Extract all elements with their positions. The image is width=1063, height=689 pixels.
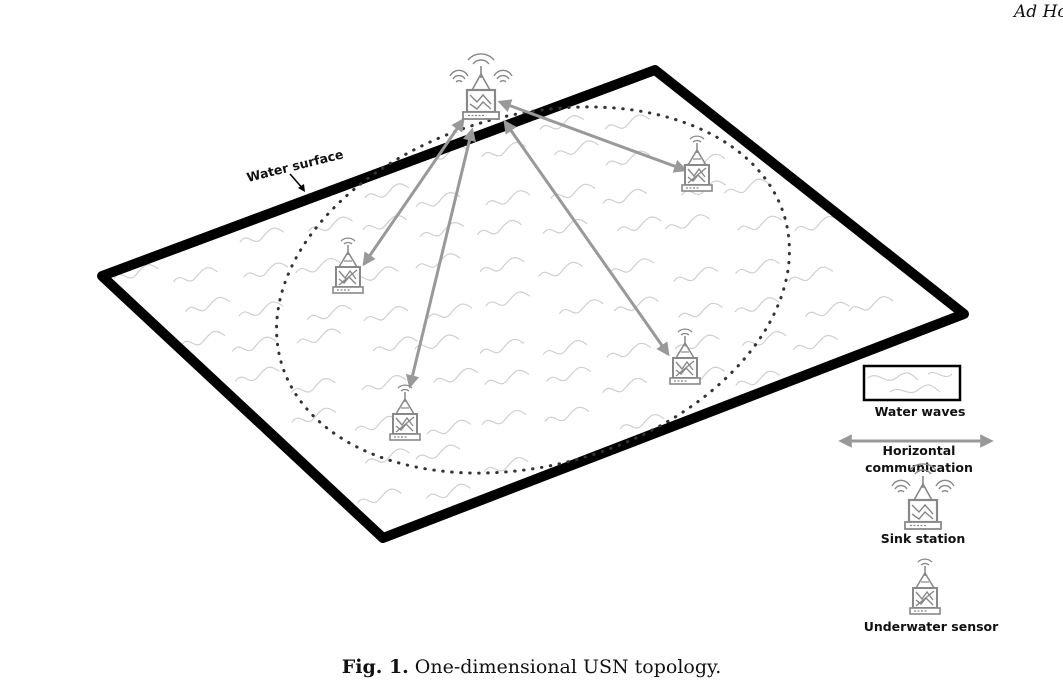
water-wave: [602, 188, 648, 205]
water-wave: [364, 183, 410, 199]
topology-diagram: Water surface Water waves Horizontal com…: [97, 52, 999, 634]
water-wave: [427, 303, 473, 319]
water-wave: [364, 448, 410, 464]
water-wave: [734, 297, 780, 313]
link-sink-sensor-2: [497, 99, 688, 173]
water-wave: [724, 178, 769, 194]
underwater-sensor-node-2: [681, 135, 713, 192]
sink-station-node: [448, 52, 514, 121]
underwater-sensor-node-4: [669, 328, 701, 385]
water-wave: [602, 377, 648, 394]
water-wave: [673, 266, 719, 282]
legend-sink-label: Sink station: [881, 531, 965, 546]
water-wave: [848, 296, 894, 312]
figure-caption: Fig. 1.One-dimensional USN topology.: [0, 656, 1063, 678]
water-wave: [243, 262, 289, 278]
figure-number: Fig. 1.: [341, 656, 409, 678]
legend-horizontal-label-2: communication: [865, 460, 973, 475]
water-wave: [295, 257, 341, 274]
water-wave: [483, 456, 529, 473]
water-wave: [484, 369, 530, 385]
water-wave: [415, 444, 461, 460]
water-wave: [113, 263, 159, 280]
water-wave: [741, 331, 787, 347]
water-wave: [306, 304, 352, 321]
legend: Water waves Horizontal communication Sin…: [838, 364, 999, 634]
underwater-sensor-node-1: [332, 237, 364, 294]
link-sink-sensor-1: [362, 117, 465, 267]
water-wave: [737, 215, 783, 231]
water-wave: [788, 266, 834, 282]
communication-range: [275, 105, 791, 475]
water-wave: [476, 219, 522, 236]
water-wave: [239, 227, 285, 243]
legend-sensor-icon: [909, 558, 941, 615]
link-sink-sensor-3: [405, 127, 477, 389]
water-wave: [604, 114, 650, 130]
water-wave: [426, 419, 472, 435]
running-head: Ad Ho: [1014, 2, 1063, 22]
water-wave: [794, 215, 840, 232]
water-wave: [674, 334, 720, 350]
water-wave: [804, 301, 850, 317]
water-wave: [361, 375, 407, 391]
water-wave: [544, 406, 590, 422]
figure-caption-text: One-dimensional USN topology.: [414, 656, 722, 678]
water-wave: [433, 367, 479, 384]
water-wave: [354, 415, 400, 431]
legend-water-waves-box: [862, 364, 962, 402]
water-wave: [231, 336, 277, 352]
water-wave: [735, 370, 781, 386]
water-wave: [542, 339, 588, 356]
legend-water-waves-label: Water waves: [875, 404, 966, 419]
water-wave: [479, 257, 525, 273]
water-wave: [485, 190, 531, 206]
water-wave: [356, 488, 402, 504]
horizontal-links: [362, 99, 688, 389]
water-wave: [296, 328, 342, 344]
water-wave: [619, 414, 665, 430]
water-wave: [180, 330, 226, 347]
water-wave: [234, 366, 280, 382]
water-wave: [172, 267, 218, 283]
water-waves: [113, 114, 894, 504]
water-wave: [238, 301, 284, 317]
link-sink-sensor-4: [503, 119, 670, 357]
water-wave: [184, 296, 230, 313]
underwater-sensor-node-3: [389, 384, 421, 441]
water-wave: [363, 305, 409, 322]
water-wave: [372, 336, 418, 352]
water-wave: [616, 216, 662, 232]
water-wave: [485, 291, 531, 307]
water-wave: [665, 214, 710, 230]
water-wave: [538, 261, 584, 277]
water-wave: [362, 214, 408, 231]
water-wave: [419, 221, 465, 238]
water-wave: [678, 302, 723, 318]
water-wave: [553, 140, 599, 156]
water-wave: [558, 299, 604, 315]
water-wave: [606, 342, 652, 358]
water-wave: [290, 378, 336, 394]
water-wave: [481, 409, 527, 426]
water-wave: [735, 258, 780, 275]
water-wave: [479, 338, 525, 354]
water-wave: [291, 407, 337, 423]
legend-sensor-label: Underwater sensor: [864, 619, 999, 634]
legend-horizontal-label-1: Horizontal: [883, 443, 956, 458]
water-wave: [546, 366, 591, 382]
water-wave: [793, 334, 838, 351]
water-wave: [426, 483, 471, 499]
water-wave: [609, 258, 655, 274]
